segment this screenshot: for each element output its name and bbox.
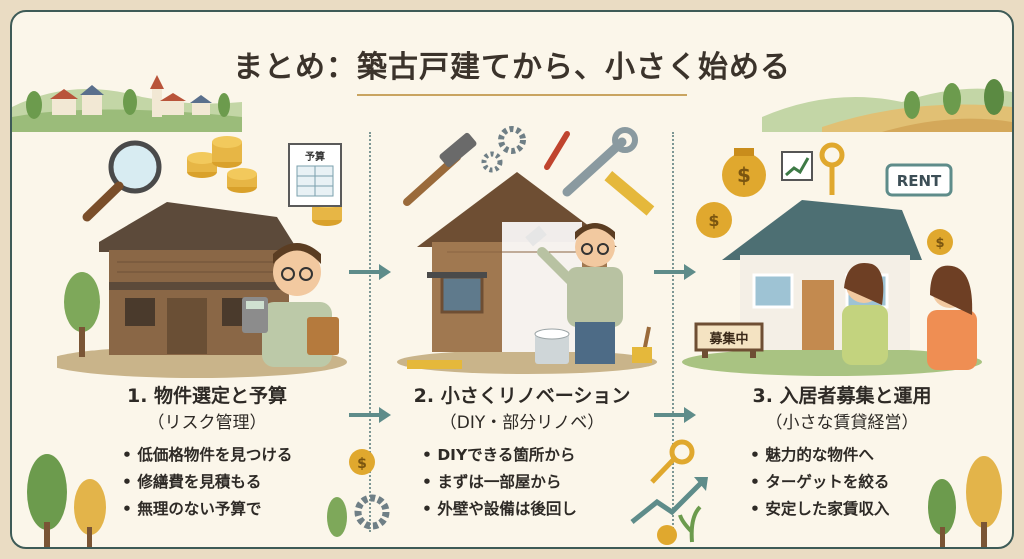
recruiting-board-icon: 募集中	[694, 322, 764, 358]
budget-label: 予算	[305, 150, 325, 163]
list-item: 安定した家賃収入	[750, 496, 889, 523]
magnifier-icon	[82, 140, 162, 222]
step1-heading: 1. 物件選定と予算	[126, 385, 288, 407]
wrench-icon	[562, 127, 638, 197]
list-item: まずは一部屋から	[422, 469, 577, 496]
divider-2	[672, 132, 674, 532]
arrow-right-icon	[654, 264, 696, 280]
landlady-icon	[927, 265, 977, 370]
key-icon	[819, 142, 845, 195]
page-title: まとめ：築古戸建てから、小さく始める	[233, 50, 791, 85]
arrow-right-icon	[349, 264, 391, 280]
rent-label: RENT	[897, 172, 942, 190]
title-underline	[357, 94, 687, 96]
key-icon	[650, 439, 695, 484]
bottom-right-trees	[928, 456, 1002, 547]
infographic-card: まとめ：築古戸建てから、小さく始める 予算	[10, 10, 1014, 549]
bottom-middle-decor: $	[327, 449, 390, 537]
list-item: 外壁や設備は後回し	[422, 496, 577, 523]
bottom-left-trees	[27, 454, 106, 547]
screwdriver-icon	[544, 131, 570, 170]
list-item: DIYできる箇所から	[422, 442, 577, 469]
step1-illustration: 予算	[57, 136, 347, 378]
arrow-right-icon	[349, 407, 391, 423]
coin-icon: $	[927, 229, 953, 255]
divider-1	[369, 132, 371, 532]
money-bag-icon: $	[696, 202, 732, 238]
growth-chart-icon	[781, 151, 813, 181]
list-item: 修繕費を見積もる	[122, 469, 292, 496]
svg-text:$: $	[357, 456, 367, 472]
paintbrush-icon	[632, 326, 652, 363]
step1-bullet-list: 低価格物件を見つける 修繕費を見積もる 無理のない予算で	[122, 442, 292, 523]
list-item: 無理のない予算で	[122, 496, 292, 523]
step2-subheading: （DIY・部分リノベ）	[439, 413, 605, 433]
paint-bucket-icon	[534, 328, 570, 364]
step3-illustration: $ $ RENT $ 募集中	[682, 142, 982, 376]
landscape-illustration	[762, 79, 1012, 132]
step2-bullet-list: DIYできる箇所から まずは一部屋から 外壁や設備は後回し	[422, 442, 577, 523]
bottom-center-growth	[630, 439, 708, 545]
man-painting-icon	[525, 223, 623, 364]
step1-subheading: （リスク管理）	[147, 413, 267, 433]
step3-heading: 3. 入居者募集と運用	[752, 385, 932, 407]
village-illustration	[12, 75, 242, 132]
old-house-icon	[99, 202, 299, 355]
recruiting-label: 募集中	[708, 331, 748, 347]
tenant-woman-icon	[842, 263, 888, 365]
level-tool-icon	[604, 171, 655, 216]
man-with-calculator-icon	[242, 243, 339, 367]
list-item: ターゲットを絞る	[750, 469, 889, 496]
list-item: 魅力的な物件へ	[750, 442, 889, 469]
step2-heading: 2. 小さくリノベーション	[413, 385, 631, 407]
arrow-right-icon	[654, 407, 696, 423]
svg-text:$: $	[935, 236, 944, 251]
step3-subheading: （小さな賃貸経営）	[765, 413, 919, 433]
level-tool-icon	[407, 360, 462, 369]
step3-bullet-list: 魅力的な物件へ ターゲットを絞る 安定した家賃収入	[750, 442, 889, 523]
list-item: 低価格物件を見つける	[122, 442, 292, 469]
rent-sign-icon: RENT	[885, 163, 953, 197]
budget-sheet-icon: 予算	[288, 143, 342, 207]
svg-text:$: $	[737, 163, 751, 187]
hammer-icon	[403, 132, 477, 206]
money-bag-icon: $	[722, 148, 766, 197]
gear-icon	[354, 494, 390, 530]
svg-text:$: $	[708, 211, 719, 230]
gear-icon	[481, 126, 526, 173]
step2-illustration	[397, 126, 657, 374]
